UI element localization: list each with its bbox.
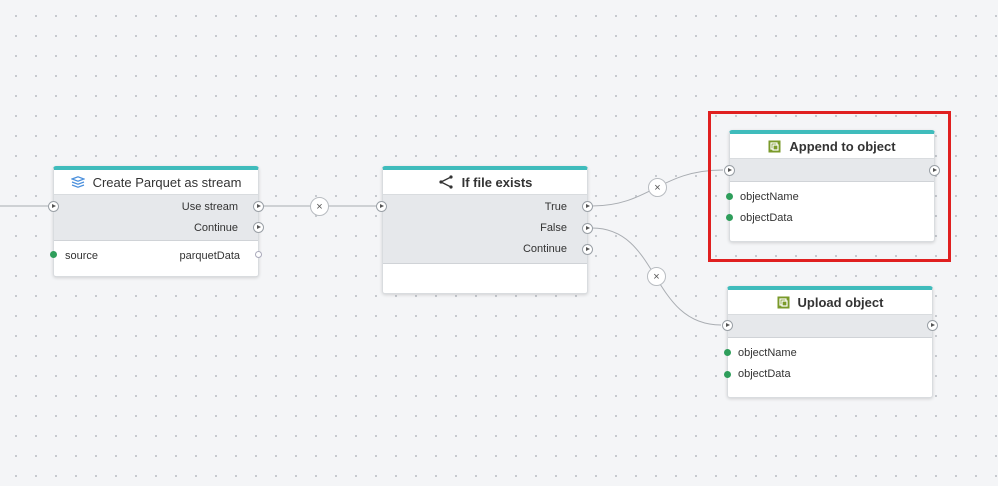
node-title: Append to object bbox=[789, 138, 896, 154]
object-name-input-pin[interactable] bbox=[726, 193, 733, 200]
exec-output-pin-true[interactable] bbox=[582, 201, 593, 212]
param-label: objectData bbox=[738, 367, 791, 380]
remove-connection-button[interactable]: × bbox=[648, 178, 667, 197]
parquet-data-output-pin[interactable] bbox=[255, 251, 262, 258]
output-label: True bbox=[544, 200, 567, 213]
param-label: objectName bbox=[740, 190, 799, 203]
node-append-to-object[interactable]: Append to object objectName objectData bbox=[729, 130, 935, 242]
param-row-object-name: objectName bbox=[730, 186, 934, 207]
object-data-input-pin[interactable] bbox=[724, 371, 731, 378]
node-create-parquet[interactable]: Create Parquet as stream Use stream Cont… bbox=[53, 166, 259, 277]
exec-input-pin[interactable] bbox=[722, 320, 733, 331]
node-header[interactable]: Create Parquet as stream bbox=[54, 170, 258, 195]
exec-output-pin-continue[interactable] bbox=[582, 244, 593, 255]
output-continue: Continue bbox=[54, 217, 258, 238]
exec-output-pin-use-stream[interactable] bbox=[253, 201, 264, 212]
param-row-object-data: objectData bbox=[728, 363, 932, 384]
node-title: Upload object bbox=[797, 294, 884, 310]
remove-symbol: × bbox=[316, 200, 323, 213]
param-row: source parquetData bbox=[54, 245, 258, 266]
exec-output-pin-continue[interactable] bbox=[253, 222, 264, 233]
param-row-object-data: objectData bbox=[730, 207, 934, 228]
selection-highlight bbox=[708, 111, 951, 262]
output-label: False bbox=[540, 221, 567, 234]
param-source: source bbox=[65, 249, 99, 262]
data-zone: source parquetData bbox=[54, 241, 258, 266]
source-input-pin[interactable] bbox=[50, 251, 57, 258]
exec-zone: True False Continue bbox=[383, 195, 587, 264]
remove-connection-button[interactable]: × bbox=[647, 267, 666, 286]
exec-output-pin[interactable] bbox=[927, 320, 938, 331]
node-header[interactable]: Upload object bbox=[728, 290, 932, 315]
node-header[interactable]: Append to object bbox=[730, 134, 934, 159]
output-label: Continue bbox=[193, 221, 238, 234]
data-zone: objectName objectData bbox=[730, 182, 934, 228]
storage-icon bbox=[768, 140, 781, 153]
branch-icon bbox=[438, 175, 454, 189]
exec-input-pin[interactable] bbox=[724, 165, 735, 176]
object-data-input-pin[interactable] bbox=[726, 214, 733, 221]
node-upload-object[interactable]: Upload object objectName objectData bbox=[727, 286, 933, 398]
exec-zone bbox=[730, 159, 934, 182]
data-zone: objectName objectData bbox=[728, 338, 932, 384]
output-true: True bbox=[383, 196, 587, 217]
param-label: objectData bbox=[740, 211, 793, 224]
output-label: Use stream bbox=[181, 200, 238, 213]
node-if-file-exists[interactable]: If file exists True False Continue bbox=[382, 166, 588, 294]
param-row-object-name: objectName bbox=[728, 342, 932, 363]
exec-input-pin[interactable] bbox=[376, 201, 387, 212]
storage-icon bbox=[777, 296, 790, 309]
exec-output-pin-false[interactable] bbox=[582, 223, 593, 234]
object-name-input-pin[interactable] bbox=[724, 349, 731, 356]
param-label: objectName bbox=[738, 346, 797, 359]
node-title: Create Parquet as stream bbox=[92, 174, 242, 190]
output-label: Continue bbox=[522, 242, 567, 255]
remove-connection-button[interactable]: × bbox=[310, 197, 329, 216]
exec-zone bbox=[728, 315, 932, 338]
exec-output-pin[interactable] bbox=[929, 165, 940, 176]
node-header[interactable]: If file exists bbox=[383, 170, 587, 195]
output-continue: Continue bbox=[383, 238, 587, 259]
remove-symbol: × bbox=[654, 181, 661, 194]
node-title: If file exists bbox=[461, 174, 533, 190]
output-use-stream: Use stream bbox=[54, 196, 258, 217]
param-parquet-data: parquetData bbox=[179, 249, 240, 262]
output-false: False bbox=[383, 217, 587, 238]
exec-input-pin[interactable] bbox=[48, 201, 59, 212]
parquet-icon bbox=[70, 176, 85, 188]
exec-zone: Use stream Continue bbox=[54, 195, 258, 241]
remove-symbol: × bbox=[653, 270, 660, 283]
